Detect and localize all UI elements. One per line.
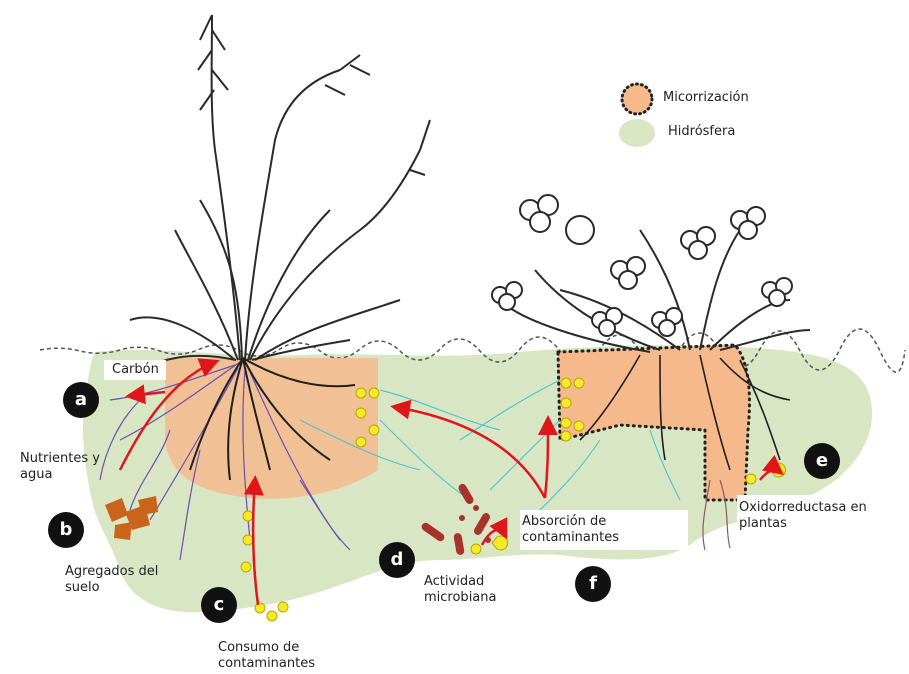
legend-mycorrhiza-swatch [622, 84, 652, 114]
aggregates-label-line1: Agregados del [65, 564, 158, 580]
legend-hydrosphere-label: Hidrósfera [668, 124, 735, 139]
aggregates-label: Agregados del suelo [65, 564, 158, 596]
badge-c: c [201, 587, 237, 623]
consumption-label-line1: Consumo de [218, 640, 315, 656]
badge-d: d [379, 542, 415, 578]
carbon-label: Carbón [112, 362, 159, 378]
consumption-label-line2: contaminantes [218, 656, 315, 672]
legend-hydrosphere-swatch [619, 119, 655, 147]
nutrients-label-line2: agua [20, 467, 100, 483]
clover-leaves [492, 195, 792, 336]
grass-plant [130, 15, 430, 370]
microbial-label: Actividad microbiana [424, 574, 496, 606]
oxidoreductase-label-line2: plantas [739, 516, 867, 532]
badge-a: a [63, 382, 99, 418]
consumption-label: Consumo de contaminantes [218, 640, 315, 672]
legend-mycorrhiza-label: Micorrización [663, 90, 749, 105]
nutrients-label: Nutrientes y agua [20, 451, 100, 483]
oxidoreductase-label-line1: Oxidorreductasa en [739, 500, 867, 516]
absorption-label: Absorción de contaminantes [522, 514, 619, 546]
absorption-label-line1: Absorción de [522, 514, 619, 530]
aggregates-label-line2: suelo [65, 580, 158, 596]
badge-e: e [804, 443, 840, 479]
badge-b: b [48, 512, 84, 548]
mycorrhiza-zone-left [165, 358, 378, 499]
microbial-label-line2: microbiana [424, 590, 496, 606]
badge-f: f [575, 566, 611, 602]
microbial-label-line1: Actividad [424, 574, 496, 590]
oxidoreductase-label: Oxidorreductasa en plantas [739, 500, 867, 532]
nutrients-label-line1: Nutrientes y [20, 451, 100, 467]
absorption-label-line2: contaminantes [522, 530, 619, 546]
